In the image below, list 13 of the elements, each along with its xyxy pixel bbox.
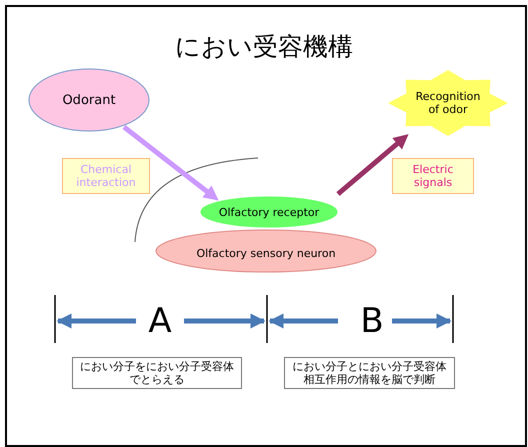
label-box: Electric signals <box>392 158 474 194</box>
arrow <box>336 134 409 196</box>
description-box: におい分子とにおい分子受容体相互作用の情報を脳で判断 <box>284 357 455 389</box>
title: におい受容機構 <box>174 31 354 63</box>
neuron-ellipse: Olfactory sensory neuron <box>155 229 377 273</box>
section-letter: A <box>147 301 173 341</box>
label-box: Chemical interaction <box>62 158 150 194</box>
receptor-ellipse: Olfactory receptor <box>200 196 338 228</box>
star-burst: Recognition of odor <box>388 70 508 136</box>
arrow <box>122 125 219 201</box>
odorant-ellipse: Odorant <box>28 68 150 132</box>
section-letter: B <box>359 301 385 341</box>
description-box: におい分子をにおい分子受容体でとらえる <box>72 357 242 389</box>
